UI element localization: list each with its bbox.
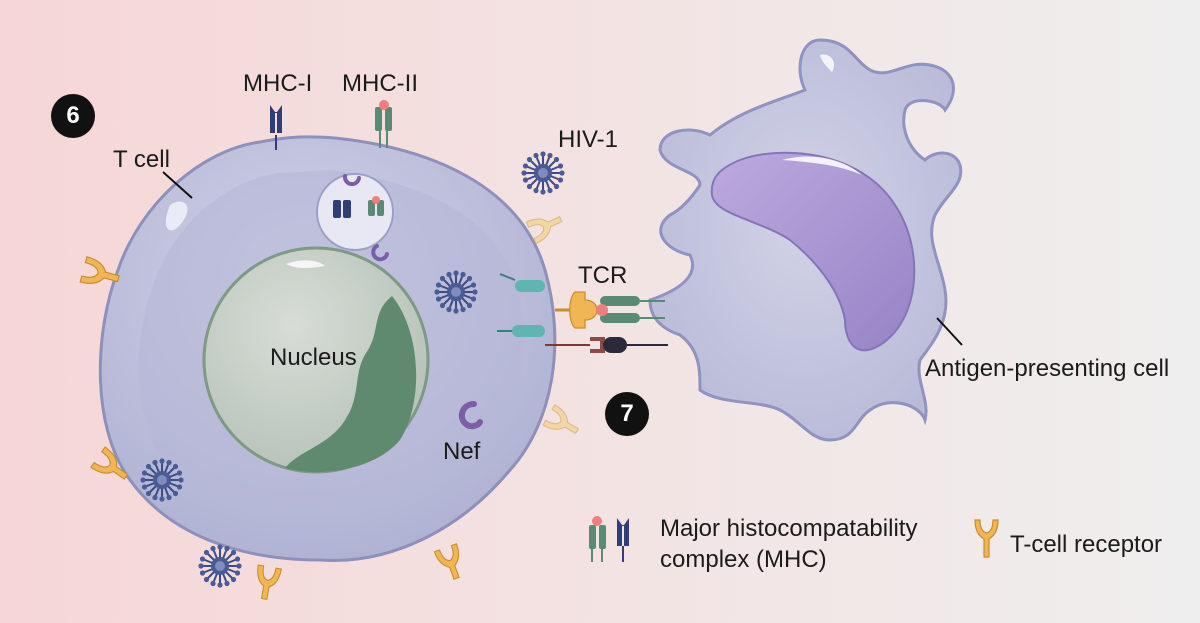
apc-leader-line [936,317,963,346]
legend-mhc-ii-icon [589,516,606,562]
hiv-virion-icon [520,150,566,196]
nef-icon [458,401,483,430]
mhc-i-label: MHC-I [243,70,313,97]
apc-highlight [782,156,862,175]
apc-highlight-2 [820,54,835,72]
nef-icon-vesicle-bottom [371,244,389,262]
legend-mhc-label-line1: Major histocompatability [660,515,918,542]
nucleus-chromatin [285,296,417,473]
hiv-label: HIV-1 [558,126,619,153]
legend-tcr-label: T-cell receptor [1010,531,1163,558]
legend-mhc-label-line2: complex (MHC) [660,546,827,573]
mhc-vesicle [316,173,394,251]
t-cell-label: T cell [113,146,170,173]
hiv-virion-icon-inside [433,269,479,315]
cd4-tail-icon-2 [497,325,545,337]
tcr-label: TCR [578,262,628,289]
cd4-icon [545,337,668,353]
step-badge-7: 7 [605,392,649,436]
cd4-tail-icon [499,273,545,292]
t-cell-leader-line [162,171,193,199]
vesicle-mhc-ii-icon [368,196,384,216]
nef-icon-vesicle-top [342,174,361,187]
legend-mhc-i-icon [617,518,629,562]
hiv-virion-icon-lower-left [139,457,185,503]
mhc-ii-label: MHC-II [342,70,418,97]
mhc-ii-icon [375,100,392,148]
tcr-mhc-complex-icon [555,291,665,329]
legend-t-cell-receptor-icon [974,519,999,558]
nef-label: Nef [443,438,481,465]
step-badge-6: 6 [51,94,95,138]
nucleus-highlight [286,260,325,268]
hiv-virion-icon-bottom [197,543,243,589]
apc-label: Antigen-presenting cell [925,355,1170,382]
apc-nucleus [710,151,916,352]
t-cell-highlight [165,201,188,231]
nucleus-label: Nucleus [270,344,357,371]
vesicle-mhc-i-icon [333,200,351,218]
mhc-i-icon [270,105,282,150]
